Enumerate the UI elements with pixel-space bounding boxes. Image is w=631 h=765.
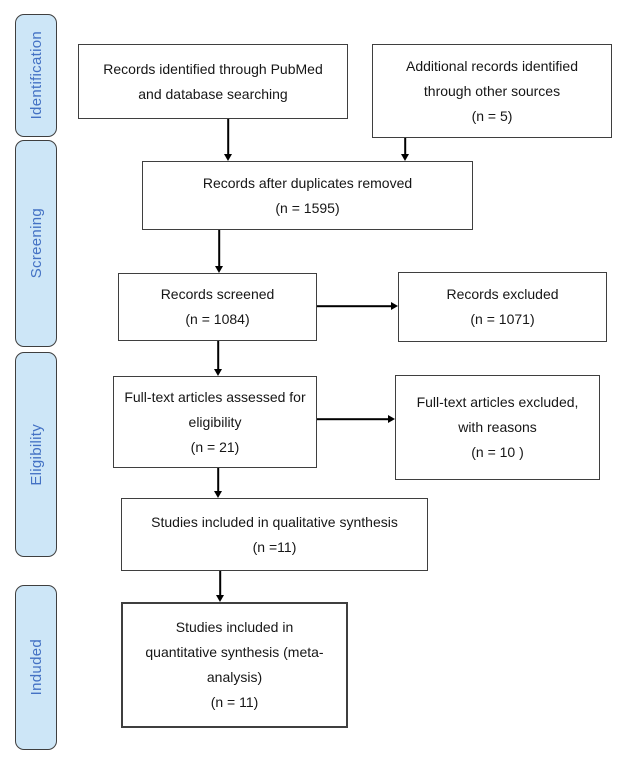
arrowhead-down-icon bbox=[215, 266, 223, 273]
box-n-value: (n = 1071) bbox=[470, 311, 535, 327]
box-text-line: analysis) bbox=[206, 669, 263, 685]
stage-eligibility-label: Eligibility bbox=[27, 423, 45, 486]
arrowhead-down-icon bbox=[401, 154, 409, 161]
box-n-value: (n = 5) bbox=[471, 107, 513, 124]
stage-screening-label: Screening bbox=[27, 208, 45, 279]
box-text-line: Records after duplicates removed bbox=[202, 174, 413, 191]
box-n-value: (n = 1595) bbox=[275, 199, 340, 216]
arrow-shaft bbox=[218, 230, 220, 267]
box-fulltext-excluded: Full-text articles excluded, with reason… bbox=[395, 375, 600, 480]
box-text-line: with reasons bbox=[458, 419, 537, 435]
arrow-qualitative-to-quantitative bbox=[215, 571, 225, 602]
box-n-value: (n = 10 ) bbox=[471, 444, 524, 460]
stage-included-label: Induded bbox=[27, 639, 45, 696]
arrow-shaft bbox=[317, 305, 392, 307]
box-fulltext-assessed: Full-text articles assessed for eligibil… bbox=[113, 376, 317, 468]
box-text-line: Records identified through PubMed bbox=[103, 60, 323, 77]
box-text-line: Full-text articles excluded, bbox=[416, 394, 579, 410]
box-text-line: eligibility bbox=[188, 413, 242, 430]
box-additional-records: Additional records identified through ot… bbox=[372, 44, 612, 138]
arrow-fulltext-to-qualitative bbox=[213, 468, 223, 498]
arrow-identified-to-duplicates bbox=[223, 119, 233, 161]
arrow-shaft bbox=[227, 119, 229, 155]
stage-identification: Identification bbox=[15, 14, 57, 137]
box-records-identified: Records identified through PubMed and da… bbox=[78, 44, 348, 119]
arrow-screened-to-excluded bbox=[317, 301, 398, 311]
stage-eligibility: Eligibility bbox=[15, 352, 57, 557]
arrow-shaft bbox=[404, 138, 406, 155]
box-qualitative-synthesis: Studies included in qualitative synthesi… bbox=[121, 498, 428, 571]
box-quantitative-synthesis: Studies included in quantitative synthes… bbox=[121, 602, 348, 728]
box-text-line: Full-text articles assessed for bbox=[124, 388, 306, 405]
stage-included: Induded bbox=[15, 585, 57, 750]
arrow-shaft bbox=[217, 341, 219, 370]
stage-screening: Screening bbox=[15, 140, 57, 347]
arrow-shaft bbox=[317, 418, 389, 420]
arrowhead-down-icon bbox=[214, 491, 222, 498]
arrowhead-right-icon bbox=[388, 415, 395, 423]
stage-identification-label: Identification bbox=[27, 31, 45, 120]
box-text-line: Additional records identified bbox=[406, 57, 578, 74]
box-duplicates-removed: Records after duplicates removed (n = 15… bbox=[142, 161, 473, 230]
arrow-screened-to-fulltext bbox=[213, 341, 223, 376]
box-text-line: through other sources bbox=[423, 82, 561, 99]
arrowhead-down-icon bbox=[214, 369, 222, 376]
box-text-line: and database searching bbox=[138, 85, 288, 102]
arrow-fulltext-to-ft-excluded bbox=[317, 414, 395, 424]
box-text-line: Records excluded bbox=[446, 286, 559, 302]
box-n-value: (n =11) bbox=[252, 538, 297, 555]
box-text-line: Records screened bbox=[160, 286, 275, 302]
box-records-excluded: Records excluded (n = 1071) bbox=[398, 272, 607, 342]
box-text-line: Studies included in qualitative synthesi… bbox=[151, 513, 398, 530]
box-n-value: (n = 21) bbox=[190, 438, 240, 455]
box-n-value: (n = 11) bbox=[210, 694, 259, 710]
arrow-duplicates-to-screened bbox=[214, 230, 224, 273]
arrow-shaft bbox=[217, 468, 219, 492]
box-text-line: quantitative synthesis (meta- bbox=[145, 644, 324, 660]
box-n-value: (n = 1084) bbox=[185, 311, 250, 327]
arrowhead-down-icon bbox=[224, 154, 232, 161]
arrow-shaft bbox=[219, 571, 221, 596]
arrowhead-right-icon bbox=[391, 302, 398, 310]
box-records-screened: Records screened (n = 1084) bbox=[118, 273, 317, 341]
arrow-additional-to-duplicates bbox=[400, 138, 410, 161]
box-text-line: Studies included in bbox=[175, 619, 294, 635]
arrowhead-down-icon bbox=[216, 595, 224, 602]
